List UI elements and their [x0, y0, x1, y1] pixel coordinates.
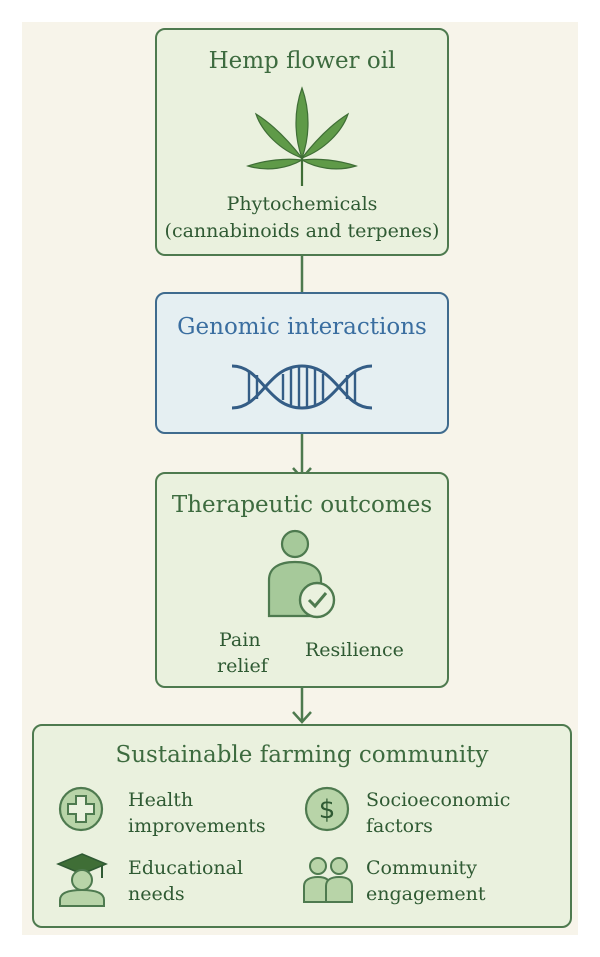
- pain-relief-line-2: relief: [217, 655, 268, 677]
- arrow-therapeutic-to-community: [292, 688, 312, 724]
- dollar-coin-icon: $: [304, 786, 350, 832]
- resilience-label: Resilience: [305, 639, 404, 661]
- diagram-canvas: Hemp flower oil Phytochemicals (cannabin…: [22, 22, 578, 935]
- genomic-box: Genomic interactions: [155, 292, 449, 434]
- people-icon: [303, 857, 353, 903]
- health-label-line-1: Health: [128, 789, 194, 811]
- health-label-line-2: improvements: [128, 815, 266, 837]
- hemp-oil-title: Hemp flower oil: [208, 48, 396, 74]
- educational-label-line-1: Educational: [128, 857, 244, 879]
- health-cross-icon: [58, 786, 104, 832]
- hemp-leaf-icon: [246, 86, 358, 186]
- genomic-title: Genomic interactions: [177, 314, 427, 340]
- community-title: Sustainable farming community: [115, 742, 489, 768]
- person-check-icon: [267, 529, 336, 619]
- therapeutic-box: Therapeutic outcomes Pain relief Resilie…: [155, 472, 449, 688]
- community-box: Sustainable farming community Health imp…: [32, 724, 572, 928]
- hemp-oil-box: Hemp flower oil Phytochemicals (cannabin…: [155, 28, 449, 256]
- phytochemicals-line-1: Phytochemicals: [226, 193, 378, 215]
- educational-label-line-2: needs: [128, 883, 185, 905]
- pain-relief-line-1: Pain: [219, 629, 261, 651]
- svg-text:$: $: [319, 795, 336, 825]
- socioeconomic-label-line-2: factors: [366, 815, 433, 837]
- community-label-line-1: Community: [366, 857, 477, 879]
- phytochemicals-line-2: (cannabinoids and terpenes): [164, 220, 440, 242]
- graduate-icon: [56, 853, 108, 907]
- dna-icon: [231, 364, 373, 410]
- community-label-line-2: engagement: [366, 883, 486, 905]
- therapeutic-title: Therapeutic outcomes: [171, 492, 433, 518]
- socioeconomic-label-line-1: Socioeconomic: [366, 789, 511, 811]
